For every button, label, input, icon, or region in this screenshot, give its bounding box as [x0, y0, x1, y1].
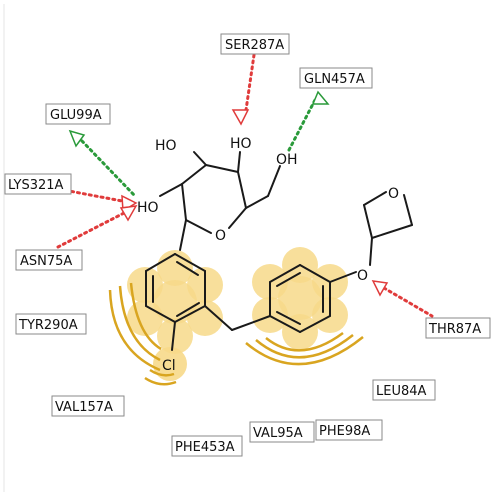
phenyl-ring — [269, 264, 357, 333]
residue-label: THR87A — [428, 322, 481, 337]
atom-ho-top-left: HO — [155, 138, 177, 154]
residue-asn75: ASN75A — [15, 249, 83, 271]
residue-label: VAL95A — [253, 426, 303, 441]
atom-o-ether: O — [357, 268, 368, 284]
residue-val95: VAL95A — [249, 421, 315, 443]
residue-label: SER287A — [225, 38, 284, 53]
residue-lys321: LYS321A — [4, 173, 72, 195]
residue-thr87: THR87A — [425, 317, 491, 339]
residue-phe453: PHE453A — [171, 435, 243, 457]
residue-val157: VAL157A — [51, 395, 125, 417]
residue-label: LYS321A — [8, 178, 64, 193]
atom-ho-left: HO — [137, 200, 159, 216]
residue-label: VAL157A — [55, 400, 113, 415]
chlorophenyl-ring — [145, 253, 271, 351]
atom-cl: Cl — [162, 358, 176, 374]
residue-label: TYR290A — [18, 318, 78, 333]
hydrophobic-highlight-phenyl — [252, 247, 348, 350]
atom-o-ring: O — [215, 228, 226, 244]
residue-label: ASN75A — [20, 254, 72, 269]
hbond-glu99 — [68, 129, 137, 198]
residue-leu84: LEU84A — [372, 379, 436, 401]
residue-glu99: GLU99A — [45, 103, 111, 125]
atom-o-thf: O — [388, 186, 399, 202]
atom-ho-top: HO — [230, 136, 252, 152]
residue-tyr290: TYR290A — [15, 313, 87, 335]
residue-phe98: PHE98A — [315, 419, 383, 441]
hydrophobic-highlight-chlorophenyl — [127, 250, 223, 381]
hydrophobic-arcs-bottom — [245, 331, 364, 366]
hbond-thr87 — [371, 280, 434, 318]
sugar-ring — [159, 151, 281, 251]
residue-label: PHE98A — [319, 424, 370, 439]
residue-label: GLN457A — [304, 72, 365, 87]
residue-label: GLU99A — [50, 108, 102, 123]
residue-ser287: SER287A — [220, 33, 290, 55]
thf-ring — [363, 191, 413, 266]
hbond-ser287 — [231, 53, 256, 126]
residue-label: PHE453A — [175, 440, 235, 455]
hbond-gln457 — [287, 90, 330, 152]
hbond-asn75 — [56, 205, 138, 249]
residue-label: LEU84A — [376, 384, 427, 399]
atom-oh-right: OH — [276, 152, 298, 168]
hydrophobic-arcs-left — [108, 282, 177, 386]
residue-gln457: GLN457A — [299, 67, 373, 89]
